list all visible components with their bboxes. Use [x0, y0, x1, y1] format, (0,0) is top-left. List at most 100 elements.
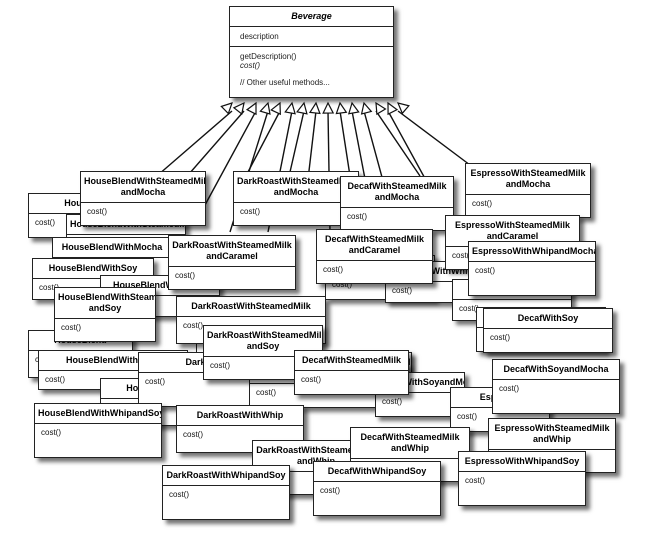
inheritance-arrowhead [375, 101, 387, 116]
class-method-cost: cost() [45, 375, 65, 384]
inheritance-arrowhead [360, 101, 373, 115]
class-name-line: HouseBlendWithMocha [61, 242, 163, 252]
class-method-cost: cost() [332, 280, 352, 289]
inheritance-line [289, 110, 305, 173]
class-name-line: HouseBlendWithWhipandSoy [38, 408, 161, 418]
class-name: DecafWithSoyandMocha [376, 373, 464, 393]
class-method-cost: cost() [240, 207, 260, 216]
class-name-line: DarkRoastWithSteamedMilk [256, 445, 376, 455]
class-name: HouseBlendWithWhipandSoy [35, 404, 161, 424]
inheritance-line [181, 110, 245, 183]
class-name: EspressoWithWhipandSoy [459, 452, 585, 472]
class-name-line: andSoy [246, 341, 280, 351]
class-name: DecafWithSoyandMocha [493, 360, 619, 380]
class-name-line: DecafWithWhip [407, 266, 473, 276]
inheritance-line [339, 110, 351, 177]
beverage-fields: description [230, 27, 393, 47]
class-method-cost: cost() [490, 333, 510, 342]
class-name: DecafWithSoy [484, 309, 612, 329]
class-name: DarkRoastWithWhip [177, 406, 303, 426]
class-name-line: DecafWithSoyandMocha [503, 364, 609, 374]
inheritance-line [375, 110, 421, 177]
class-name-line: DarkRoastWithSteamedMilk [191, 301, 311, 311]
class-method-cost: cost() [320, 486, 340, 495]
class-name: DecafWithWhipandSoy [314, 462, 440, 482]
class-method-cost: cost() [183, 430, 203, 439]
class-method-cost: cost() [301, 375, 321, 384]
beverage-class-name: Beverage [230, 7, 393, 27]
inheritance-arrowhead [322, 101, 335, 114]
class-method-cost: cost() [256, 388, 276, 397]
class-box: DecafWithWhipandSoy cost() [313, 461, 441, 516]
class-name-line: DecafWithWhipandSoy [327, 466, 427, 476]
class-name-line: HouseBlendWithSteamedMilk [84, 176, 205, 186]
class-name-line: HouseBlendWithSteamedMilk [58, 292, 155, 302]
class-name-line: andWhip [391, 443, 429, 453]
class-method-cost: cost() [39, 283, 59, 292]
class-name-line: DarkRoastWithSteamedMilk [207, 330, 322, 340]
class-method-cost: cost() [499, 384, 519, 393]
class-method-cost: cost() [472, 199, 492, 208]
class-method-cost: cost() [169, 490, 189, 499]
class-method-cost: cost() [459, 304, 479, 313]
class-box: DecafWithSoy cost() [483, 308, 613, 353]
class-name: EspressoWithWhipandMocha [469, 242, 595, 262]
class-method-cost: cost() [382, 397, 402, 406]
inheritance-arrowhead [220, 102, 233, 115]
class-name-line: HouseBlendWithWhip [66, 355, 160, 365]
class-box: HouseBlendWithSteamedMilkandSoy cost() [54, 287, 156, 342]
inheritance-arrowhead [347, 101, 360, 115]
beverage-comment: // Other useful methods... [240, 78, 330, 87]
class-name-line: andMocha [273, 187, 319, 197]
inheritance-line [157, 110, 233, 176]
class-name: DarkRoastWithWhipandSoy [163, 466, 289, 486]
inheritance-line [397, 110, 471, 166]
class-method-cost: cost() [61, 323, 81, 332]
class-name: HouseBlendWithWhip [101, 276, 219, 296]
class-name-line: EspressoWithWhipandMocha [472, 246, 595, 256]
class-name: DecafWithWhip [386, 262, 494, 282]
class-name-line: EspressoWithSteamedMilk [470, 168, 586, 178]
class-name-line: DecafWithSteamedMilk [347, 181, 447, 191]
class-name-line: DecafWithSteamedMilk [360, 432, 460, 442]
class-method-cost: cost() [392, 286, 412, 295]
inheritance-line [204, 110, 257, 206]
class-method-cost: cost() [457, 412, 477, 421]
class-name-line: andSoy [88, 303, 122, 313]
beverage-field-description: description [240, 32, 279, 41]
beverage-methods: getDescription() cost() // Other useful … [230, 47, 393, 92]
class-method-cost: cost() [145, 377, 165, 386]
inheritance-arrowhead [308, 101, 321, 115]
class-method-cost: cost() [452, 251, 472, 260]
class-name-line: DarkRoastWithSteamedMilk [172, 240, 292, 250]
class-name: HouseBlendWithWhip [39, 351, 187, 371]
class-name-line: EspressoWithWhipandSoy [464, 456, 580, 466]
class-name: HouseBlendWithMocha [53, 238, 171, 258]
class-method-cost: cost() [475, 266, 495, 275]
inheritance-arrowhead [245, 101, 257, 116]
class-name-line: DecafWithSteamedMilk [325, 234, 424, 244]
class-method-cost: cost() [347, 212, 367, 221]
class-name: HouseBlendWithSoy [33, 259, 153, 279]
inheritance-line [247, 110, 281, 173]
class-name-line: andMocha [374, 192, 420, 202]
inheritance-arrowhead [270, 101, 281, 116]
class-name-line: DarkRoastWithSteamedMilk [237, 176, 357, 186]
class-method-cost: cost() [210, 361, 230, 370]
class-name-line: EspressoWithSteamedMilk [494, 423, 610, 433]
class-name-line: DecafWithSoy [517, 313, 579, 323]
